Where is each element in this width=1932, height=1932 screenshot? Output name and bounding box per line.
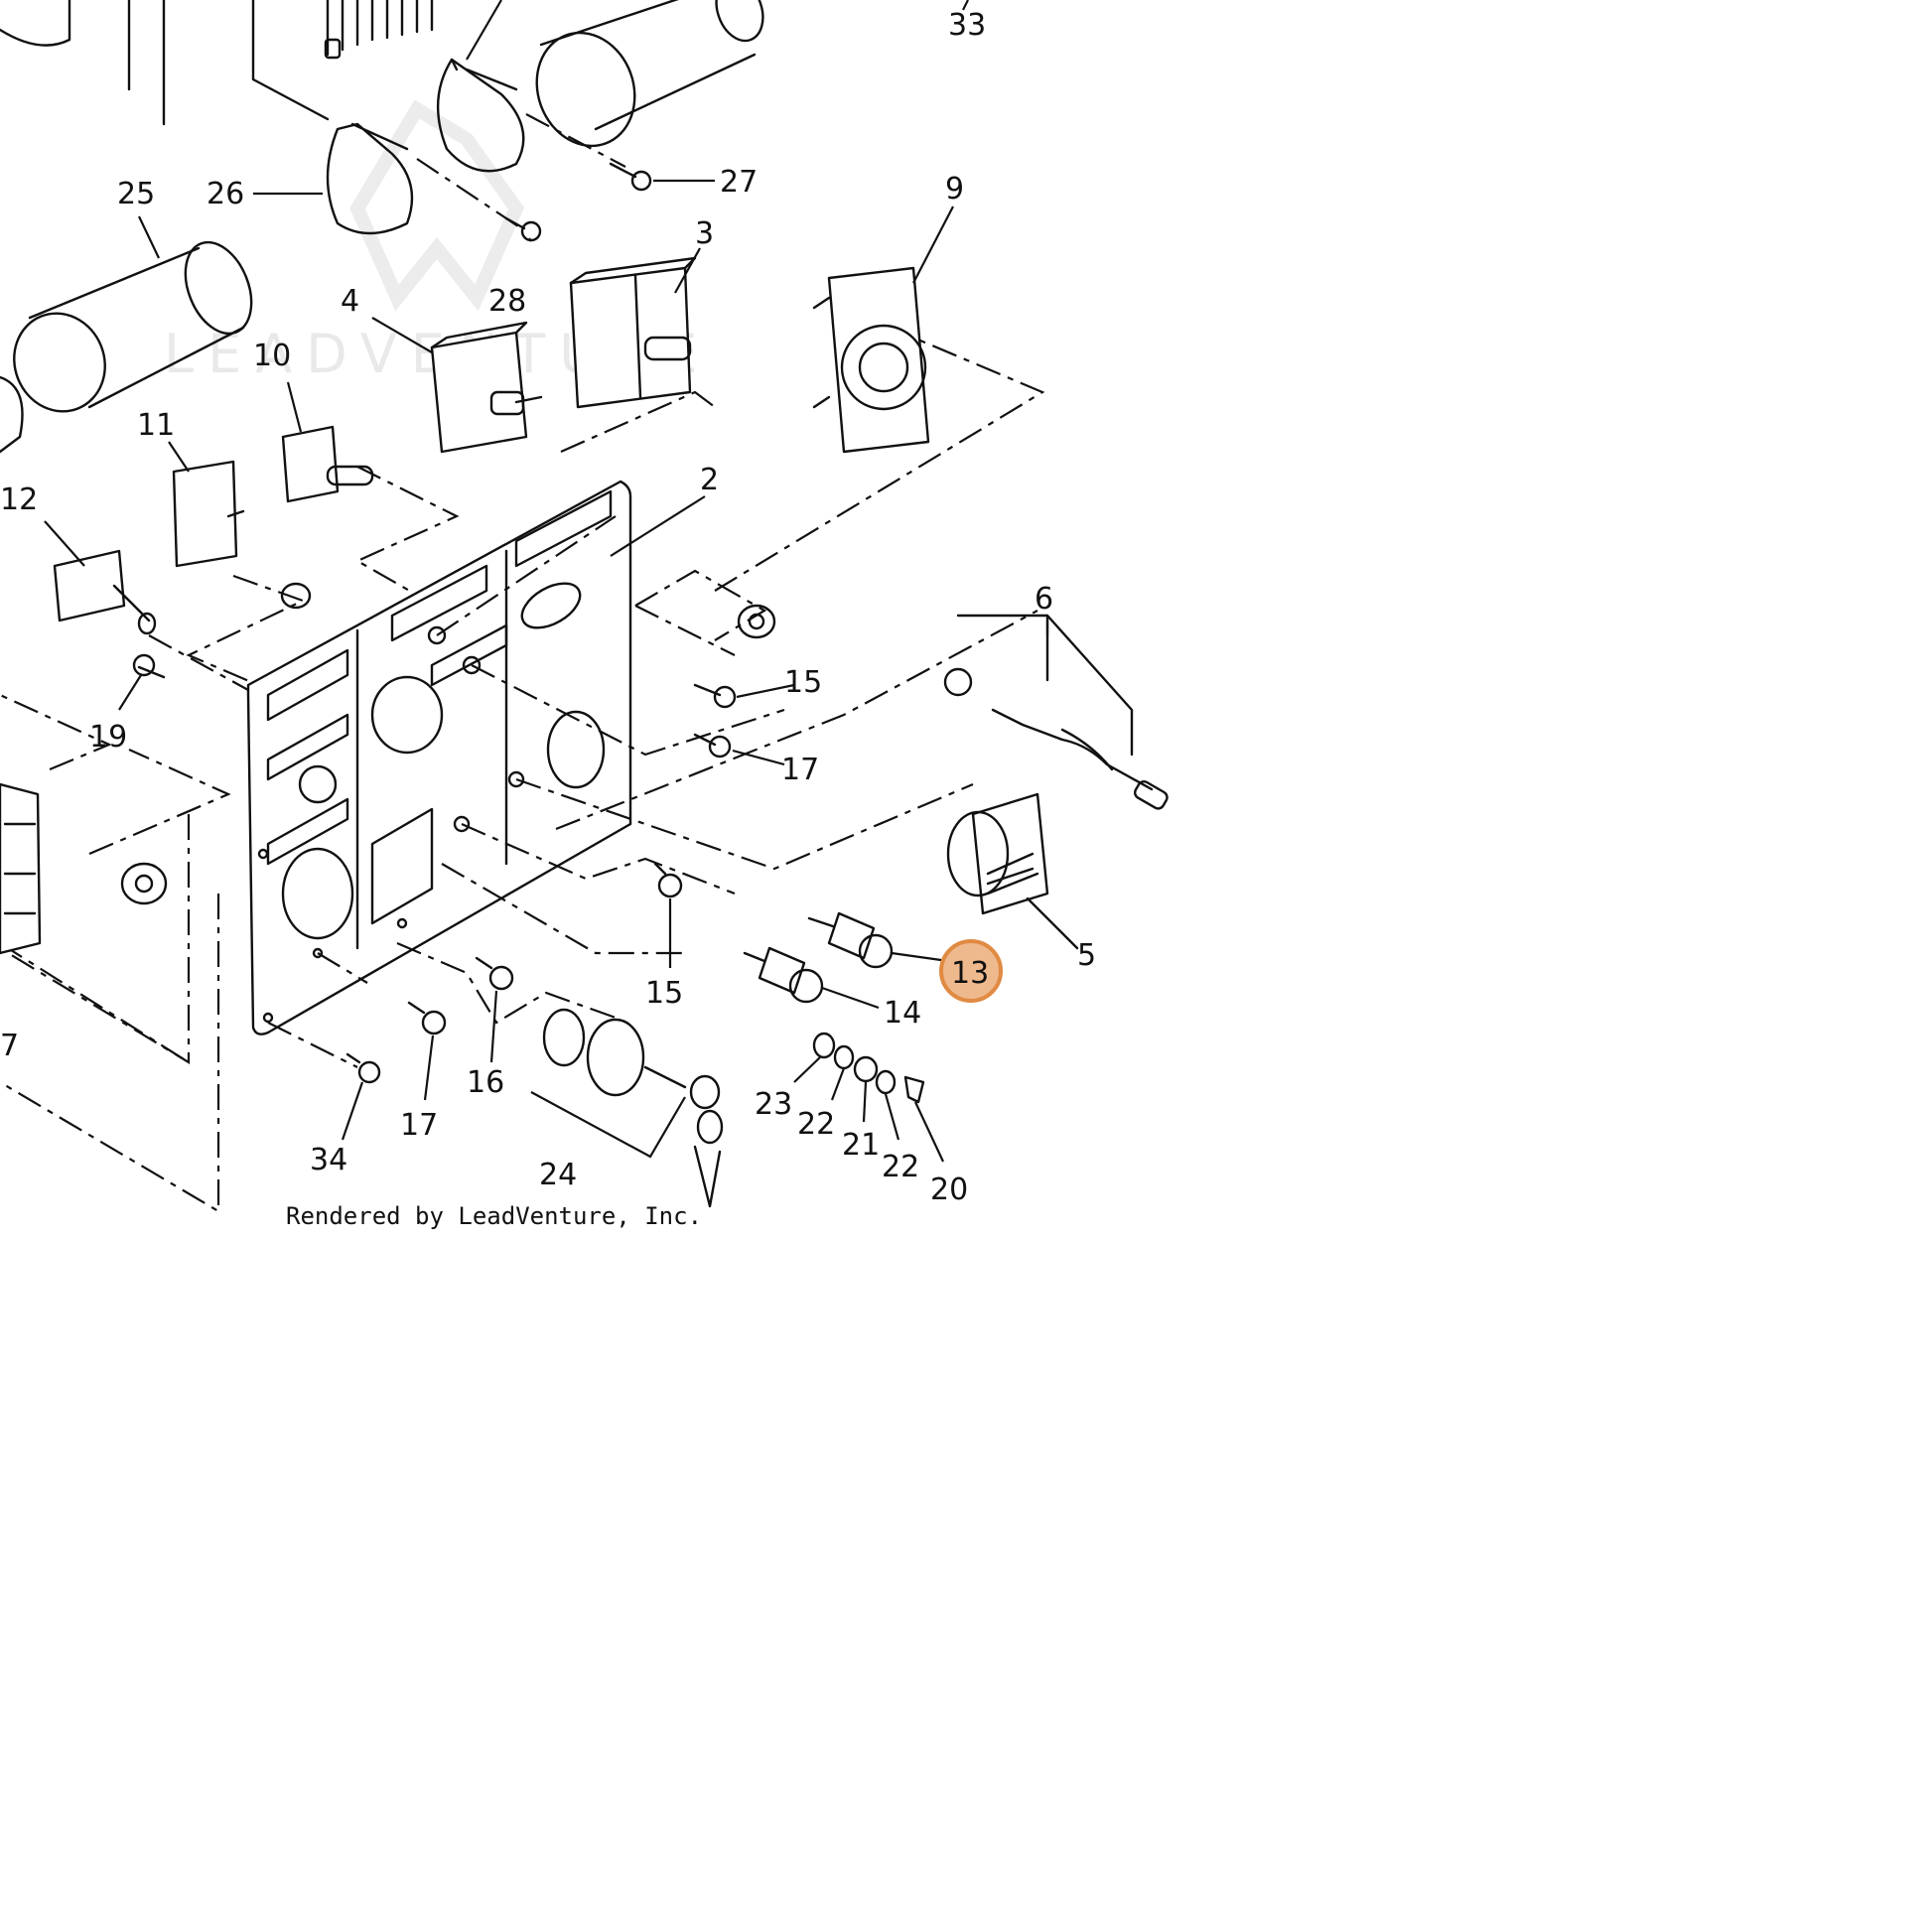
callout-23[interactable]: 23 xyxy=(755,1087,792,1122)
credit-text: Rendered by LeadVenture, Inc. xyxy=(286,1202,702,1230)
screw-17b xyxy=(407,1001,447,1035)
clamp-26 xyxy=(326,122,414,235)
cylinder-25 xyxy=(0,240,253,454)
nut-mid xyxy=(280,582,312,610)
callout-26[interactable]: 26 xyxy=(207,177,244,211)
nut-right xyxy=(737,604,776,639)
callouts: 33 27 25 26 9 28 3 4 10 11 12 2 6 15 17 … xyxy=(0,8,1096,1207)
callout-25[interactable]: 25 xyxy=(117,177,155,211)
callout-15-upper[interactable]: 15 xyxy=(784,665,822,700)
callout-27[interactable]: 27 xyxy=(720,165,758,200)
switch-10 xyxy=(281,425,374,503)
callout-2[interactable]: 2 xyxy=(700,463,719,497)
cylinder-upper-right xyxy=(535,0,764,148)
clamp-upper xyxy=(437,58,525,173)
washer-23 xyxy=(812,1032,836,1059)
callout-20[interactable]: 20 xyxy=(930,1173,968,1207)
screw-34 xyxy=(345,1052,381,1084)
callout-22-left[interactable]: 22 xyxy=(797,1107,835,1142)
callout-11[interactable]: 11 xyxy=(137,408,175,443)
callout-16[interactable]: 16 xyxy=(467,1065,504,1100)
callout-13[interactable]: 13 xyxy=(951,956,989,991)
callout-12[interactable]: 12 xyxy=(0,483,38,517)
washer-21 xyxy=(853,1055,879,1083)
callout-6[interactable]: 6 xyxy=(1035,582,1053,617)
cylinder-top-left xyxy=(0,0,166,126)
callout-10[interactable]: 10 xyxy=(253,339,291,373)
callout-17-lower[interactable]: 17 xyxy=(400,1108,438,1143)
callout-34[interactable]: 34 xyxy=(310,1143,347,1177)
callout-22-right[interactable]: 22 xyxy=(882,1150,919,1184)
washer-22b xyxy=(875,1069,897,1095)
outlet-9 xyxy=(812,266,930,454)
leader-lines xyxy=(44,0,1049,1163)
callout-7[interactable]: 7 xyxy=(0,1029,19,1063)
wire-harness-6 xyxy=(943,614,1169,810)
screw-15b xyxy=(653,862,683,898)
breaker-4 xyxy=(430,321,543,454)
toggle-12 xyxy=(53,549,157,635)
washer-22a xyxy=(833,1044,855,1070)
highlight-callout-13[interactable] xyxy=(939,939,1003,1003)
callout-28[interactable]: 28 xyxy=(488,284,526,319)
callout-15-lower[interactable]: 15 xyxy=(645,976,683,1011)
callout-4[interactable]: 4 xyxy=(341,284,359,319)
callout-14[interactable]: 14 xyxy=(884,996,921,1031)
keyswitch-24 xyxy=(530,1008,724,1208)
terminal-block-33 xyxy=(251,0,434,121)
callout-21[interactable]: 21 xyxy=(842,1128,880,1163)
contactor-7 xyxy=(0,782,42,955)
screw-16 xyxy=(475,956,514,991)
callout-19[interactable]: 19 xyxy=(89,720,127,755)
callout-9[interactable]: 9 xyxy=(945,172,964,207)
meter-5 xyxy=(946,792,1079,950)
nut-left xyxy=(120,862,168,905)
switch-11 xyxy=(172,460,245,568)
screw-15a xyxy=(693,683,737,709)
screw-27 xyxy=(609,162,652,192)
callout-24[interactable]: 24 xyxy=(539,1158,577,1192)
terminal-14 xyxy=(743,946,824,1004)
terminal-13 xyxy=(807,911,894,969)
callout-17-upper[interactable]: 17 xyxy=(781,753,819,787)
panel-2 xyxy=(246,480,632,1035)
breaker-3 xyxy=(569,256,697,409)
screw-19 xyxy=(132,653,166,679)
callout-5[interactable]: 5 xyxy=(1077,938,1096,973)
callout-33[interactable]: 33 xyxy=(948,8,986,43)
screw-17a xyxy=(693,733,732,759)
callout-3[interactable]: 3 xyxy=(695,216,714,251)
wingnut-20 xyxy=(903,1075,925,1104)
